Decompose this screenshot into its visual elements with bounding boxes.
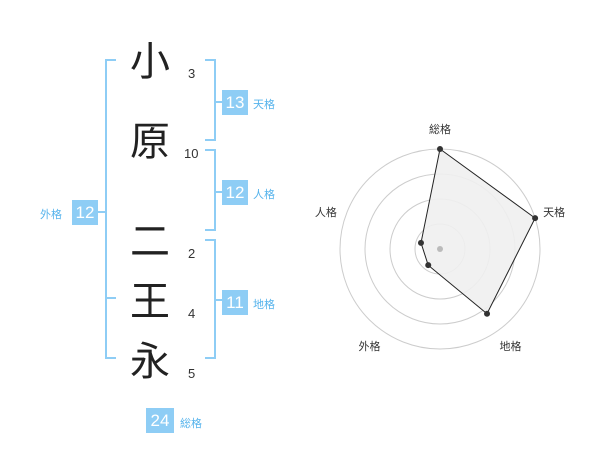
jinkaku-bracket (205, 149, 216, 231)
name-char-4: 王 (130, 279, 170, 325)
radar-axis-label: 人格 (315, 205, 337, 219)
stroke-count-1: 3 (188, 66, 196, 81)
name-char-3: 二 (130, 219, 170, 265)
chikaku-label: 地格 (253, 298, 275, 311)
jinkaku-badge: 12 (222, 180, 248, 205)
name-char-1: 小 (130, 39, 170, 85)
gaikaku-label: 外格 (40, 208, 62, 221)
tenkaku-bracket (205, 59, 216, 141)
radar-data-point (532, 215, 539, 222)
tenkaku-badge: 13 (222, 90, 248, 115)
radar-axis-label: 外格 (359, 339, 381, 353)
stroke-count-5: 5 (188, 366, 196, 381)
radar-axis-label: 地格 (500, 339, 522, 353)
tenkaku-label: 天格 (253, 98, 275, 111)
stroke-count-3: 2 (188, 246, 196, 261)
soukaku-label: 総格 (180, 417, 202, 430)
stroke-count-2: 10 (184, 146, 199, 161)
radar-data-polygon (420, 148, 536, 315)
radar-data-point (425, 262, 432, 269)
gaikaku-badge: 12 (72, 200, 98, 225)
radar-axis-label: 総格 (429, 122, 451, 136)
radar-center-point (437, 246, 443, 252)
name-char-2: 原 (130, 119, 170, 165)
jinkaku-label: 人格 (253, 188, 275, 201)
name-char-5: 永 (130, 339, 170, 385)
radar-data-point (417, 239, 424, 246)
soukaku-badge: 24 (146, 408, 174, 433)
chikaku-badge: 11 (222, 290, 248, 315)
stroke-count-4: 4 (188, 306, 196, 321)
radar-data-point (484, 310, 491, 317)
radar-data-point (437, 146, 443, 152)
gaikaku-bracket (105, 59, 116, 359)
radar-axis-label: 天格 (543, 205, 565, 219)
